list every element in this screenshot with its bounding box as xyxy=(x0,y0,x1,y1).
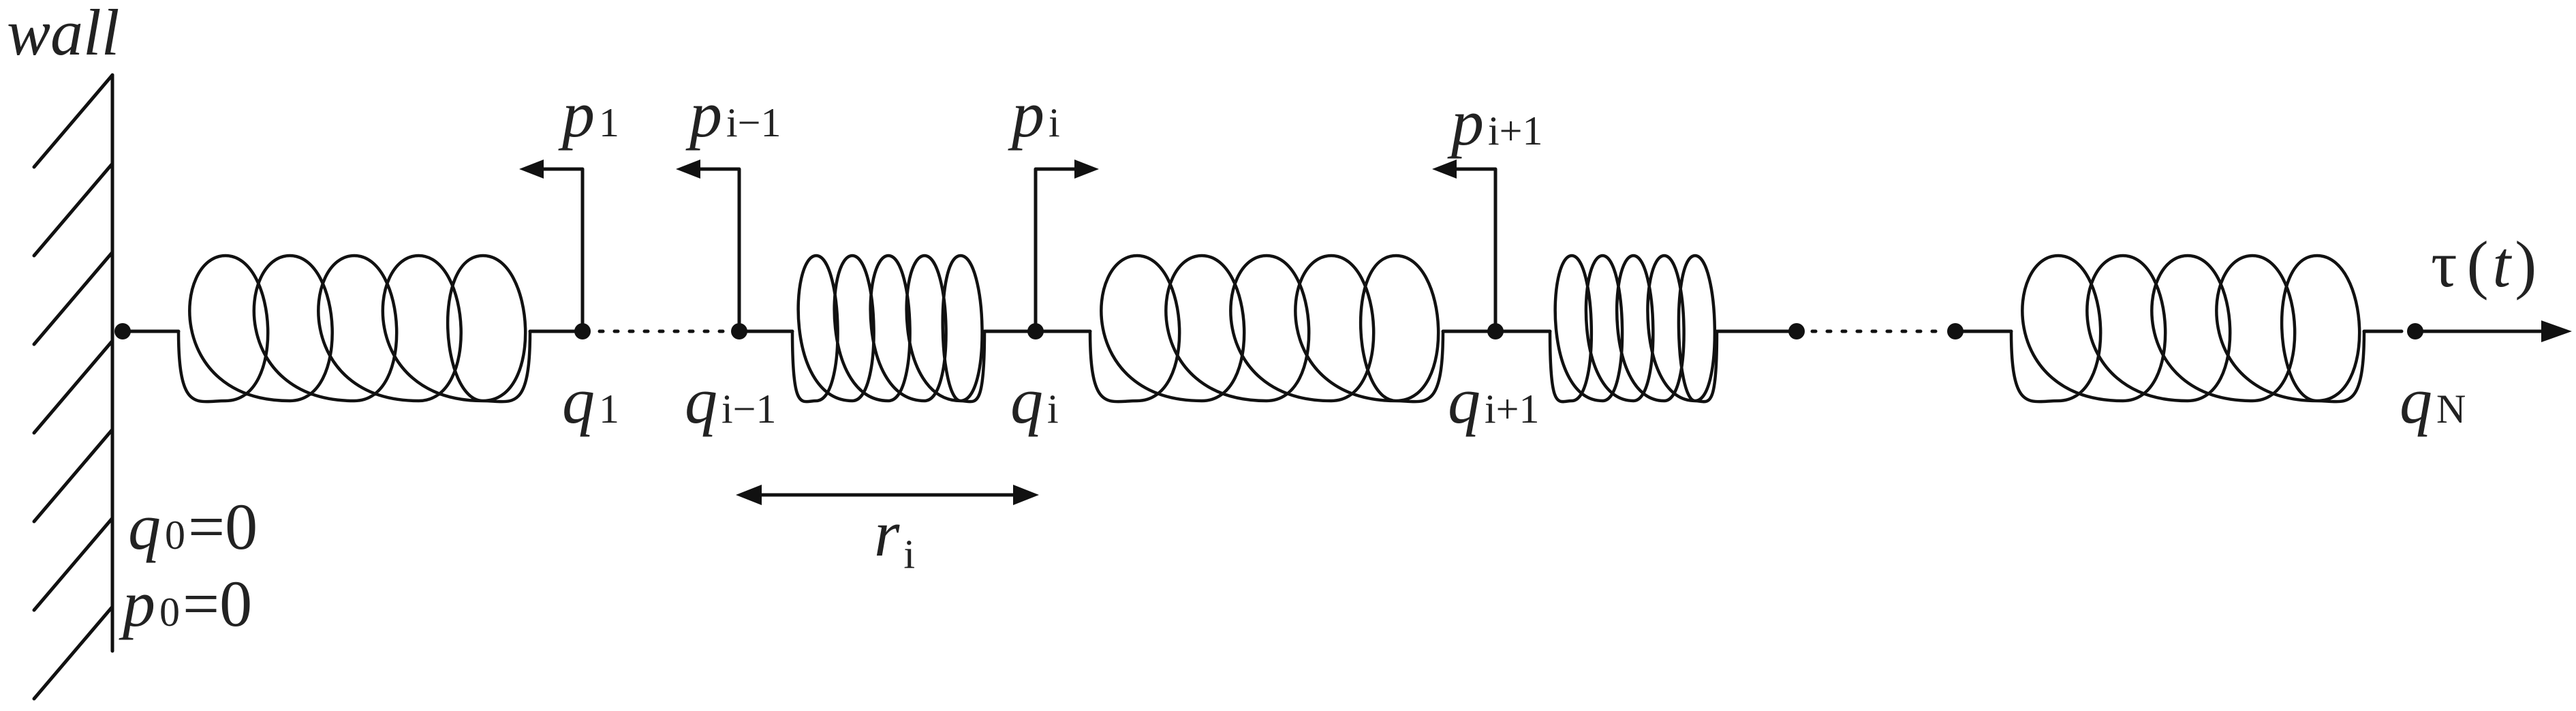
hatch-line xyxy=(32,162,114,258)
hatch-line xyxy=(32,427,114,524)
arrowhead-right-icon xyxy=(1013,485,1039,505)
wall-hatching xyxy=(32,73,114,701)
force-arrow xyxy=(2413,320,2572,342)
arrowhead-right-icon xyxy=(1074,160,1099,179)
arrowhead-right-icon xyxy=(2541,320,2572,342)
spring xyxy=(176,254,532,404)
springs xyxy=(176,254,2366,404)
arrow-p-i xyxy=(1034,167,1082,333)
node-wall xyxy=(114,323,131,339)
label-tau-t: τ(t) xyxy=(2431,228,2536,301)
hatch-line xyxy=(32,73,114,169)
arrowhead-left-icon xyxy=(519,160,544,179)
arrow-p-i-plus-1 xyxy=(1449,167,1498,333)
spring xyxy=(1548,254,1719,404)
node-dots-start xyxy=(1788,323,1805,339)
hatch-line xyxy=(32,516,114,612)
hatch-line xyxy=(32,605,114,701)
arrowhead-left-icon xyxy=(676,160,700,179)
spring xyxy=(1088,254,1445,404)
arrowhead-left-icon xyxy=(736,485,762,505)
arrowhead-left-icon xyxy=(1432,160,1457,179)
arrow-p1 xyxy=(536,167,585,333)
wall xyxy=(32,73,114,701)
hatch-line xyxy=(32,339,114,435)
extension-arrow xyxy=(736,485,1039,505)
momentum-arrows xyxy=(519,160,1498,333)
spring xyxy=(2009,254,2366,404)
node-dots-end xyxy=(1947,323,1964,339)
hatch-line xyxy=(32,250,114,346)
wall-label: wall xyxy=(7,0,119,69)
spring xyxy=(790,254,987,404)
arrow-p-i-minus-1 xyxy=(693,167,741,333)
